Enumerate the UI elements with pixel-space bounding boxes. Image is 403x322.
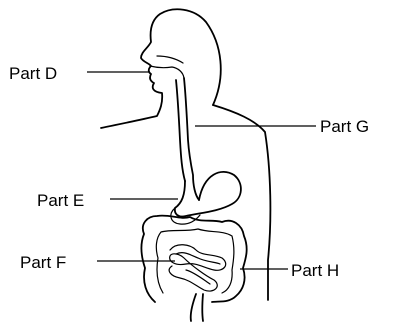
back-outline bbox=[213, 105, 270, 300]
label-part-f: Part F bbox=[20, 253, 66, 272]
rectum bbox=[191, 294, 196, 321]
body-outline bbox=[101, 9, 221, 128]
small-intestine bbox=[169, 245, 226, 291]
large-intestine bbox=[141, 216, 246, 302]
label-part-g: Part G bbox=[320, 117, 369, 136]
small-intestine-inner bbox=[176, 253, 220, 264]
mouth-cavity bbox=[150, 66, 184, 78]
esophagus bbox=[184, 78, 199, 200]
label-part-d: Part D bbox=[9, 64, 57, 83]
label-part-e: Part E bbox=[37, 191, 84, 210]
rectum-inner bbox=[202, 294, 203, 321]
label-part-h: Part H bbox=[291, 261, 339, 280]
nasal-cavity bbox=[157, 56, 183, 63]
esophagus-inner bbox=[176, 80, 185, 181]
